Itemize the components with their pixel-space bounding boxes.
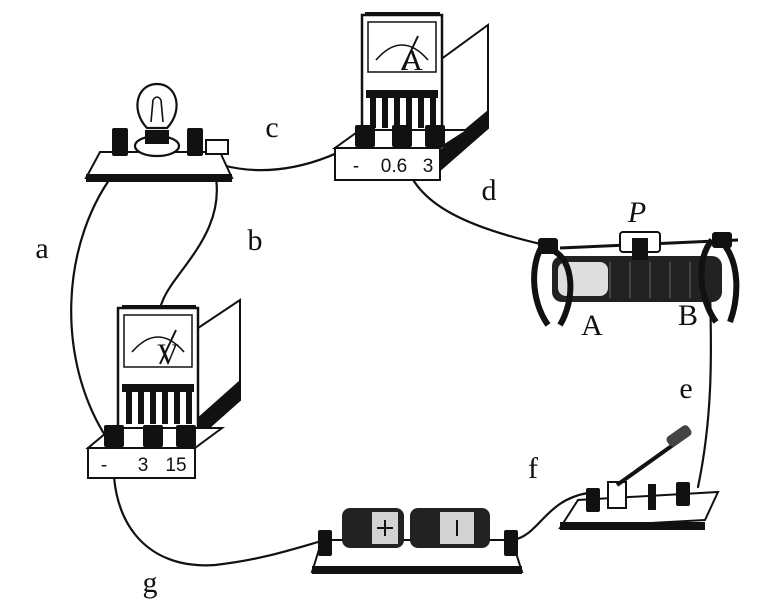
wire-f	[511, 491, 590, 542]
knife-switch-icon	[558, 425, 720, 530]
ammeter: A - 0.6 3	[331, 12, 489, 181]
ammeter-terminals	[355, 125, 445, 147]
voltmeter-terminal-3: 3	[138, 455, 149, 476]
voltmeter-terminals	[104, 425, 196, 447]
rheostat: P A B	[531, 196, 740, 342]
wire-label-b: b	[248, 224, 263, 257]
wire-e	[696, 288, 713, 489]
wire-a	[70, 166, 120, 442]
wire-label-d: d	[482, 174, 497, 207]
rheostat-end-a-label: A	[581, 309, 603, 342]
light-bulb-icon	[136, 82, 178, 130]
voltmeter-terminal-negative: -	[101, 455, 107, 476]
ammeter-terminal-0-6: 0.6	[381, 156, 407, 177]
wire-label-e: e	[679, 372, 692, 405]
bulb-holder	[84, 82, 234, 182]
wire-label-c: c	[265, 111, 278, 144]
ammeter-symbol: A	[401, 44, 423, 77]
ammeter-terminal-negative: -	[353, 156, 359, 177]
battery-pack-icon	[310, 508, 524, 574]
wire-label-f: f	[528, 452, 538, 485]
rheostat-slider-label: P	[627, 196, 646, 229]
wire-g	[112, 438, 327, 567]
wire-labels: a b c d e f g	[35, 111, 692, 599]
rheostat-end-b-label: B	[678, 299, 698, 332]
wire-label-g: g	[143, 566, 158, 599]
voltmeter-terminal-15: 15	[165, 455, 186, 476]
wire-label-a: a	[35, 232, 48, 265]
ammeter-terminal-3: 3	[423, 156, 434, 177]
voltmeter-symbol: V	[157, 338, 179, 371]
voltmeter: V - 3 15	[85, 298, 241, 479]
